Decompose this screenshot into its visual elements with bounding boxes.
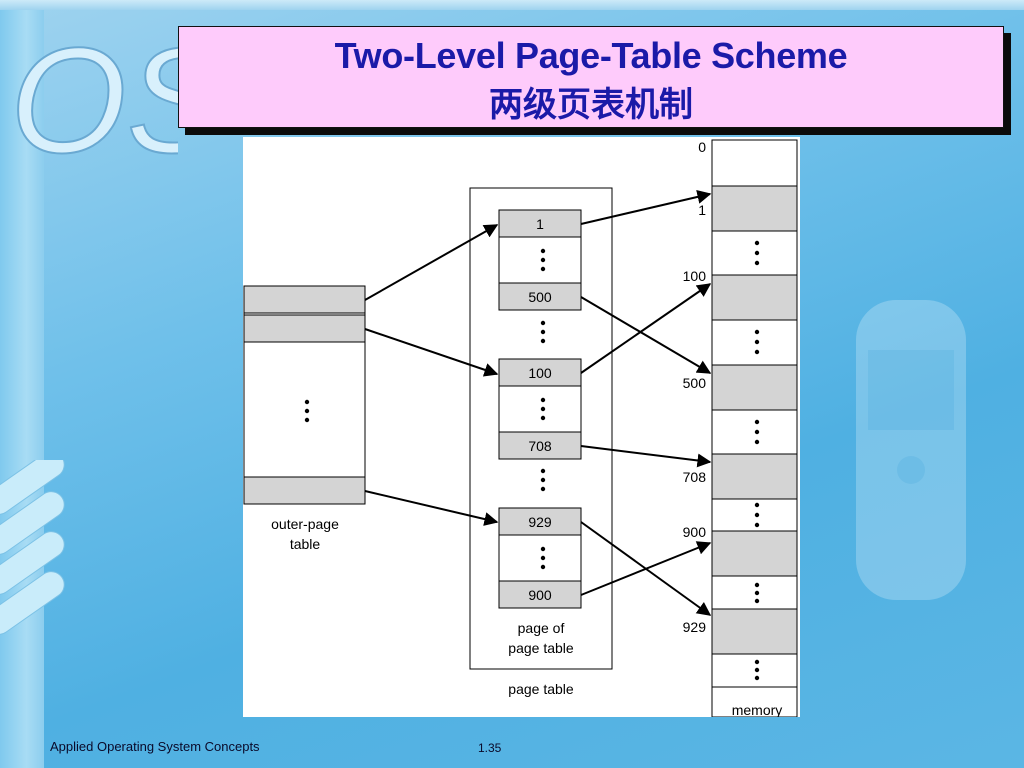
os-logo: OS xyxy=(9,15,178,160)
frame-500 xyxy=(711,364,798,411)
arrow-outer-2 xyxy=(364,328,499,377)
arrow-outer-1 xyxy=(364,224,499,301)
page-of-page-table-1: 1 500 xyxy=(498,209,582,311)
frame-label-100: 100 xyxy=(683,268,707,284)
slide-title-chinese: 两级页表机制 xyxy=(489,85,693,125)
frame-708 xyxy=(711,453,798,500)
frame-100 xyxy=(711,274,798,321)
page-of-page-table-3: 929 900 xyxy=(498,507,582,609)
frame-929 xyxy=(711,608,798,655)
page-entry-929: 929 xyxy=(528,514,552,530)
two-level-page-table-diagram: outer-page table 1 500 100 708 929 900 p… xyxy=(243,139,798,718)
outer-entry-1 xyxy=(243,285,366,314)
diagram-panel: outer-page table 1 500 100 708 929 900 p… xyxy=(243,137,800,718)
title-box: Two-Level Page-Table Scheme 两级页表机制 xyxy=(178,26,1004,128)
frame-label-900: 900 xyxy=(683,524,707,540)
frame-label-0: 0 xyxy=(698,139,706,155)
page-table-label: page table xyxy=(508,681,574,697)
outer-page-table-label-2: table xyxy=(290,536,321,552)
page-table-ellipsis-2 xyxy=(540,468,546,492)
page-entry-1: 1 xyxy=(536,216,544,232)
memory-column: 0 1 100 500 708 900 929 memory xyxy=(683,139,798,718)
frame-label-1: 1 xyxy=(698,202,706,218)
outer-entry-2 xyxy=(243,314,366,343)
arrow-900-to-frame-900 xyxy=(580,541,712,596)
outer-page-table: outer-page table xyxy=(243,285,366,552)
arrow-100-to-frame-100 xyxy=(580,283,712,374)
slide-title: Two-Level Page-Table Scheme xyxy=(334,35,848,76)
arrow-708-to-frame-708 xyxy=(580,445,712,468)
decorative-bars xyxy=(0,460,65,635)
page-of-page-table-label-1: page of xyxy=(518,620,565,636)
memory-ellipses xyxy=(754,240,760,681)
arrow-1-to-frame-1 xyxy=(580,190,712,225)
page-table-frame xyxy=(469,187,613,670)
top-decorative-band xyxy=(0,0,1024,10)
page-of-page-table-label-2: page table xyxy=(508,640,574,656)
footer-course-title: Applied Operating System Concepts xyxy=(50,739,260,754)
memory-label: memory xyxy=(732,702,783,717)
page-entry-100: 100 xyxy=(528,365,552,381)
arrow-outer-3 xyxy=(364,490,499,526)
page-to-memory-arrows xyxy=(580,190,712,616)
outer-to-page-arrows xyxy=(364,224,499,526)
page-entry-900: 900 xyxy=(528,587,552,603)
frame-label-708: 708 xyxy=(683,469,707,485)
frame-1 xyxy=(711,185,798,232)
frame-900 xyxy=(711,530,798,577)
page-entry-500: 500 xyxy=(528,289,552,305)
outer-entry-last xyxy=(243,476,366,505)
os-logo-text: OS xyxy=(10,16,178,160)
page-entry-708: 708 xyxy=(528,438,552,454)
page-table-ellipsis-1 xyxy=(540,320,546,344)
arrow-500-to-frame-500 xyxy=(580,296,712,374)
page-of-page-table-2: 100 708 xyxy=(498,358,582,460)
outer-ellipsis xyxy=(304,399,310,423)
outer-page-table-label-1: outer-page xyxy=(271,516,339,532)
frame-label-500: 500 xyxy=(683,375,707,391)
footer-slide-number: 1.35 xyxy=(478,741,502,755)
left-decorative-band xyxy=(0,0,44,768)
decorative-computer-silhouette xyxy=(856,300,966,600)
frame-label-929: 929 xyxy=(683,619,707,635)
